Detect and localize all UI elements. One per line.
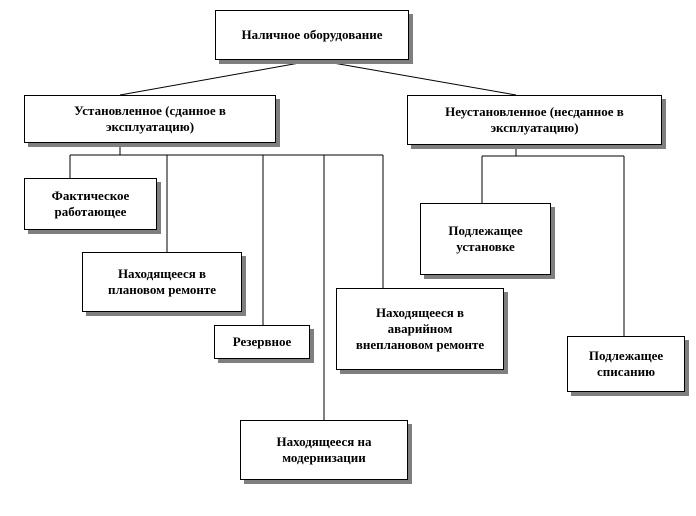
node-emergency-repair: Находящееся в аварийном внеплановом ремо…: [336, 288, 504, 370]
node-uninstalled: Неустановленное (несданное в эксплуатаци…: [407, 95, 662, 145]
node-planned-repair: Находящееся в плановом ремонте: [82, 252, 242, 312]
node-installed: Установленное (сданное в эксплуатацию): [24, 95, 276, 143]
node-actual-working: Фактическое работающее: [24, 178, 157, 230]
node-root: Наличное оборудование: [215, 10, 409, 60]
node-to-install: Подлежащее установке: [420, 203, 551, 275]
node-modernization: Находящееся на модернизации: [240, 420, 408, 480]
node-reserve: Резервное: [214, 325, 310, 359]
node-to-write-off: Подлежащее списанию: [567, 336, 685, 392]
